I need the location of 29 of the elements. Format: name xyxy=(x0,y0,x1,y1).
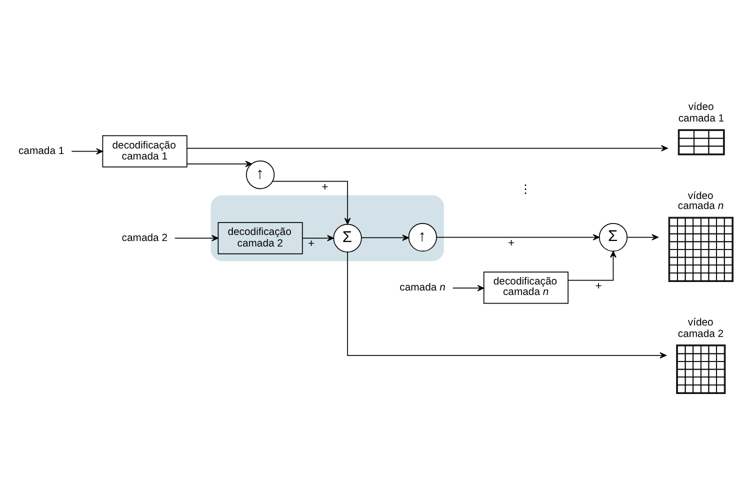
node-box: decodificação camada 2 xyxy=(218,222,303,254)
node-box: decodificação camada 1 xyxy=(102,135,188,168)
node-text: camada 1 xyxy=(18,146,64,158)
node-circle: ↑ xyxy=(408,222,437,252)
node-label: vídeo camada n xyxy=(678,190,724,212)
edge-label: + xyxy=(508,237,515,250)
edge-label: + xyxy=(322,181,328,194)
arrow xyxy=(361,234,410,241)
edge-label: + xyxy=(308,238,315,250)
arrow xyxy=(174,235,218,242)
arrow xyxy=(626,234,658,240)
arrow xyxy=(347,252,666,359)
node-circle: Σ xyxy=(333,224,362,252)
edge-label: + xyxy=(595,280,602,292)
node-box: decodificação camada n xyxy=(483,272,569,304)
label: ⋮ xyxy=(519,182,532,196)
arrow xyxy=(302,235,334,242)
node-label: vídeo camada 2 xyxy=(678,318,724,340)
arrow xyxy=(452,284,484,292)
node-circle: Σ xyxy=(598,222,628,252)
arrow xyxy=(186,145,668,152)
node-label: vídeo camada 1 xyxy=(678,102,724,124)
node-text: camada 2 xyxy=(122,232,168,244)
node-text: camada n xyxy=(400,282,446,294)
arrow xyxy=(272,180,351,225)
arrow xyxy=(568,250,616,281)
arrow xyxy=(71,148,103,155)
arrow xyxy=(436,234,600,240)
arrow xyxy=(186,160,252,168)
